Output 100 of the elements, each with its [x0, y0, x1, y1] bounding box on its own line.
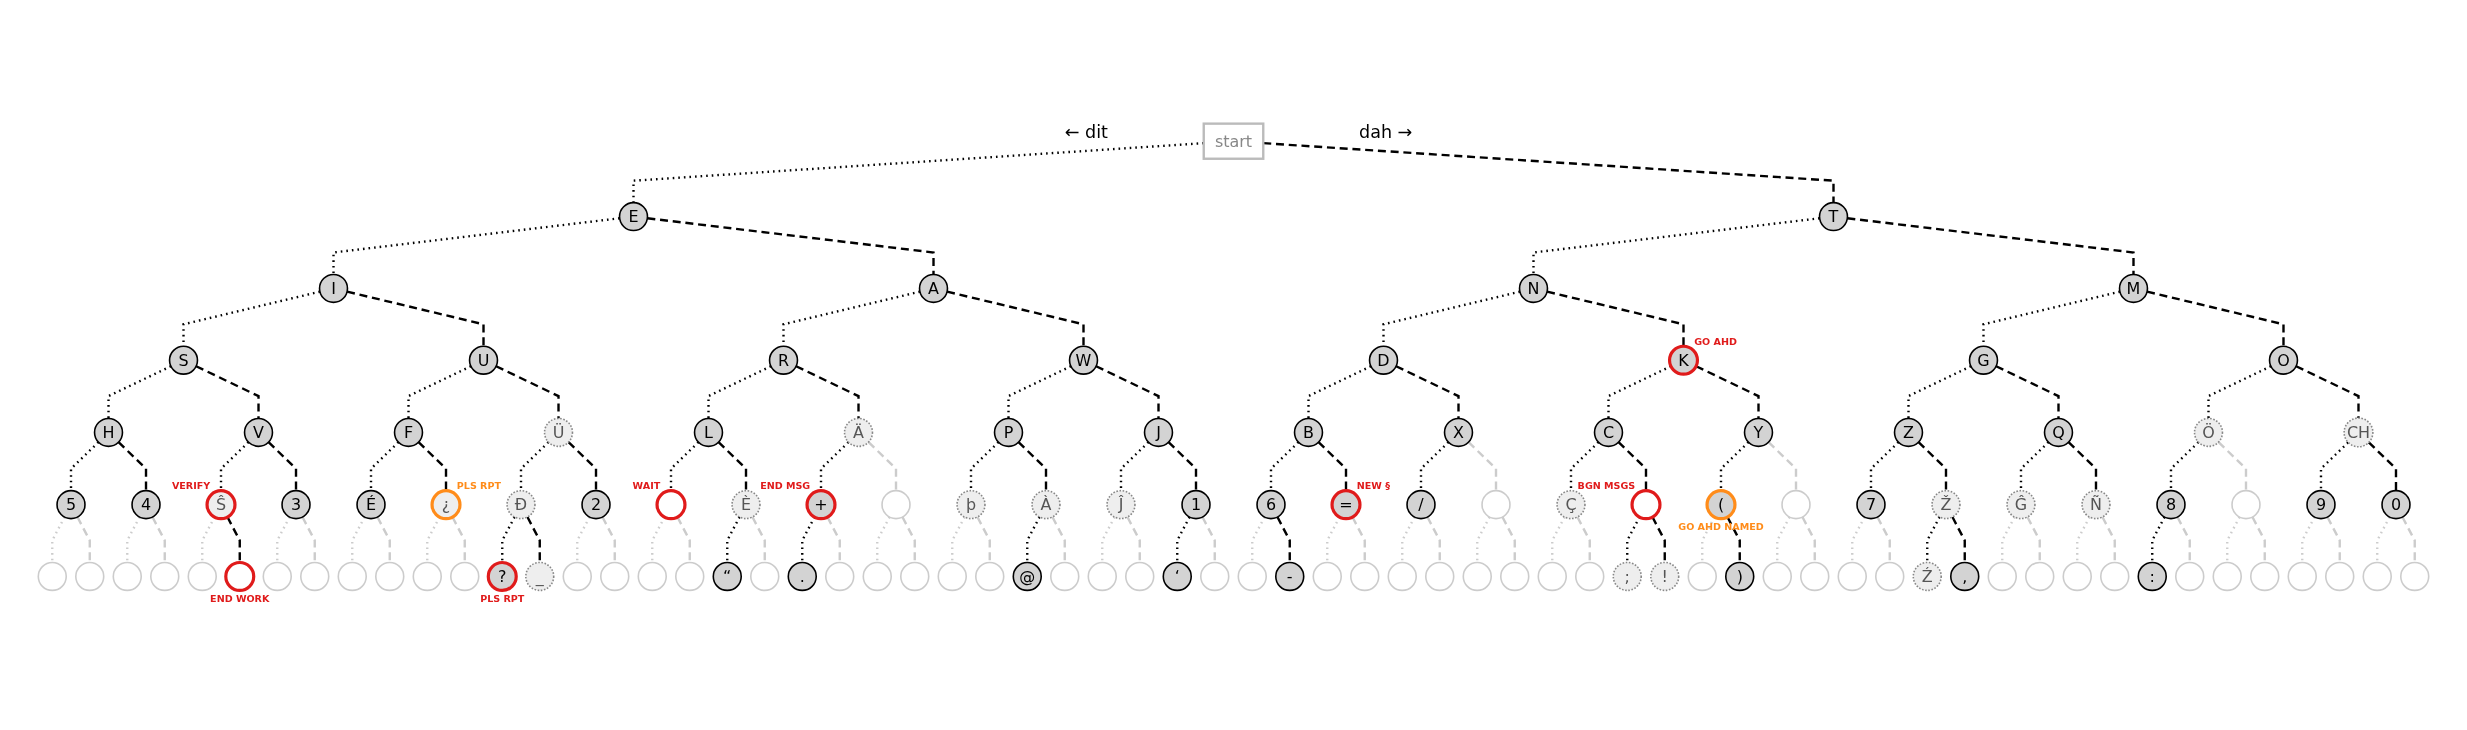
empty-circle — [450, 561, 480, 592]
dotted-line — [2076, 516, 2091, 563]
letter-circle: 2 — [581, 489, 611, 520]
letter-circle: @ — [1012, 561, 1042, 592]
dotted-line — [726, 516, 741, 563]
dotted-line — [1251, 516, 1266, 563]
empty-circle — [150, 561, 180, 592]
empty-circle — [1050, 561, 1080, 592]
empty-circle — [2100, 561, 2130, 592]
prosign-label: WAIT — [632, 480, 661, 492]
empty-circle — [825, 561, 855, 592]
empty-circle — [1630, 489, 1662, 521]
dashed-line — [1951, 516, 1966, 563]
dotted-line — [1907, 365, 1972, 419]
dotted-line — [2207, 365, 2272, 419]
letter-circle: À — [1031, 489, 1061, 520]
empty-circle — [75, 561, 105, 592]
prosign-label: END MSG — [760, 480, 811, 492]
dotted-line — [2001, 516, 2016, 563]
empty-circle — [187, 561, 217, 592]
letter-circle: ( — [1705, 489, 1737, 521]
empty-circle — [1350, 561, 1380, 592]
empty-circle — [2062, 561, 2092, 592]
dotted-line — [107, 365, 172, 419]
empty-circle — [562, 561, 592, 592]
letter-circle: ‘ — [1162, 561, 1192, 592]
dotted-line — [1776, 516, 1791, 563]
dashed-line — [2251, 516, 2266, 563]
empty-circle — [2287, 561, 2317, 592]
letter-circle: Ĝ — [2006, 489, 2036, 520]
dotted-line — [819, 441, 850, 491]
empty-circle — [1481, 489, 1511, 520]
dashed-line — [946, 290, 1085, 347]
dotted-line — [707, 365, 772, 419]
empty-circle — [655, 489, 687, 521]
dashed-line — [1276, 516, 1291, 563]
empty-circle — [1875, 561, 1905, 592]
empty-circle — [1987, 561, 2017, 592]
empty-circle — [637, 561, 667, 592]
dashed-line — [376, 516, 391, 563]
letter-circle: I — [318, 273, 349, 304]
dashed-line — [567, 441, 598, 491]
letter-circle: H — [93, 417, 124, 448]
dotted-line — [1569, 441, 1600, 491]
dashed-line — [826, 516, 841, 563]
dashed-line — [1351, 516, 1366, 563]
dashed-line — [346, 290, 485, 347]
empty-circle — [1387, 561, 1417, 592]
empty-circle — [2231, 489, 2261, 520]
empty-circle — [1781, 489, 1811, 520]
empty-circle — [1837, 561, 1867, 592]
dashed-line — [1501, 516, 1516, 563]
dotted-line — [969, 441, 1000, 491]
letter-circle: F — [393, 417, 424, 448]
dashed-line — [795, 365, 860, 419]
letter-circle: 3 — [281, 489, 311, 520]
letter-circle: Ĵ — [1106, 489, 1136, 520]
dotted-line — [2169, 441, 2200, 491]
letter-circle: Ŝ — [205, 489, 237, 521]
empty-circle — [37, 561, 67, 592]
empty-circle — [1200, 561, 1230, 592]
dashed-line — [1263, 141, 1835, 203]
letter-circle: CH — [2343, 417, 2374, 448]
dotted-line — [51, 516, 66, 563]
dashed-line — [195, 365, 260, 419]
dotted-line — [2019, 441, 2050, 491]
prosign-label: PLS RPT — [480, 592, 525, 604]
dashed-line — [2101, 516, 2116, 563]
empty-circle — [2325, 561, 2355, 592]
start-box: start — [1202, 122, 1265, 160]
letter-circle: A — [918, 273, 949, 304]
empty-circle — [2250, 561, 2280, 592]
letter-circle: ? — [486, 560, 518, 592]
letter-circle: C — [1593, 417, 1624, 448]
dotted-line — [407, 365, 472, 419]
letter-circle: L — [693, 417, 724, 448]
dotted-line — [2319, 441, 2349, 491]
dashed-line — [2295, 365, 2360, 419]
dotted-line — [1269, 441, 1300, 491]
dashed-line — [676, 516, 691, 563]
letter-circle: + — [805, 489, 837, 521]
direction-label: ← dit — [1064, 122, 1108, 142]
dotted-line — [126, 516, 141, 563]
dashed-line — [226, 516, 241, 563]
dashed-line — [1801, 516, 1816, 563]
dotted-line — [2376, 516, 2391, 563]
dotted-line — [276, 516, 291, 563]
letter-circle: S — [168, 345, 199, 375]
letter-circle: 8 — [2156, 489, 2186, 520]
dotted-line — [1401, 516, 1416, 563]
dotted-line — [2301, 516, 2316, 563]
letter-circle: W — [1068, 345, 1099, 375]
letter-circle: 6 — [1256, 489, 1286, 520]
dashed-line — [1126, 516, 1141, 563]
dashed-line — [1767, 441, 1798, 491]
dotted-line — [1551, 516, 1566, 563]
letter-circle: Q — [2043, 417, 2074, 448]
dashed-line — [1017, 441, 1048, 491]
dashed-line — [76, 516, 91, 563]
empty-circle — [1087, 561, 1117, 592]
